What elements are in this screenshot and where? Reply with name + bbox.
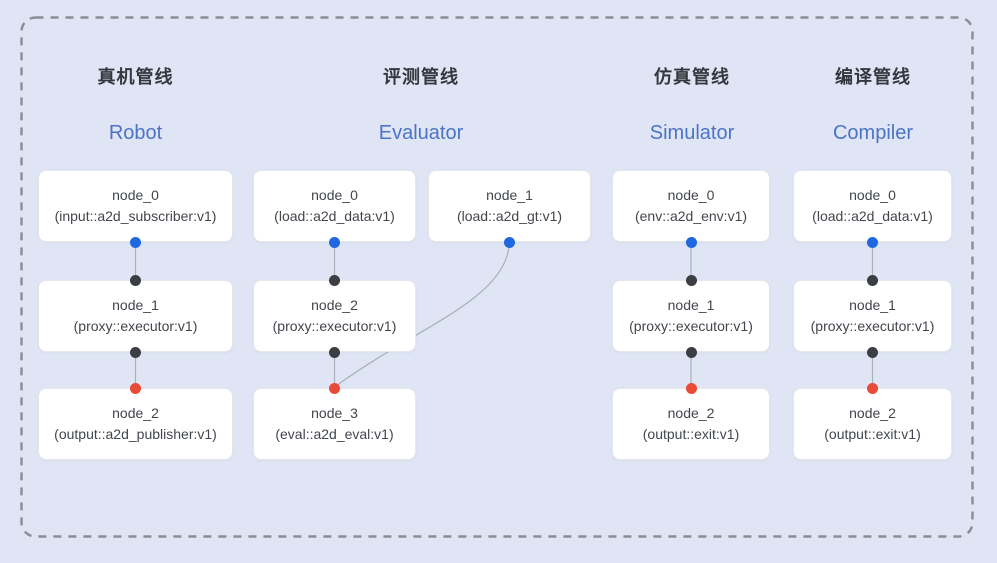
output-port-dot-red	[867, 382, 878, 394]
connector-port-dot-dark	[130, 346, 141, 358]
input-port-dot-blue	[867, 236, 878, 248]
output-port-dot-red	[329, 382, 340, 394]
input-port-dot-blue	[329, 236, 340, 248]
connector-port-dot-dark	[130, 274, 141, 286]
input-port-dot-blue	[504, 236, 515, 248]
connector-port-dot-dark	[867, 346, 878, 358]
connector-port-dot-dark	[685, 274, 697, 286]
output-port-dot-red	[685, 382, 697, 394]
input-port-dot-blue	[685, 236, 697, 248]
connector-port-dot-dark	[329, 346, 340, 358]
output-port-dot-red	[130, 382, 141, 394]
input-port-dot-blue	[130, 236, 141, 248]
connector-port-dot-dark	[329, 274, 340, 286]
connector-port-dot-dark	[685, 346, 697, 358]
connector-port-dot-dark	[867, 274, 878, 286]
